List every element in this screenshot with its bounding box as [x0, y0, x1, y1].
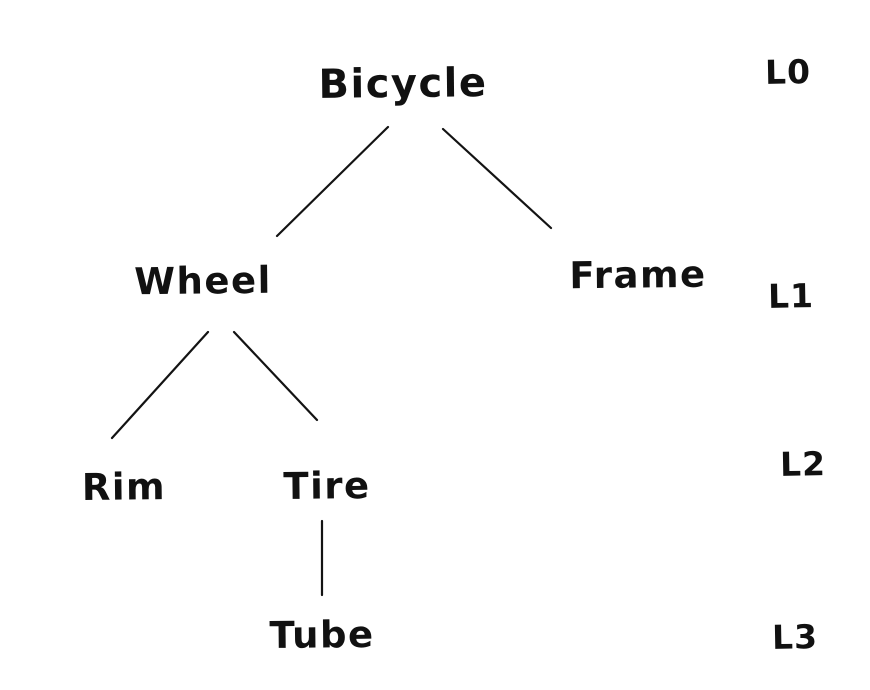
- node-frame: Frame: [569, 252, 707, 298]
- node-tire: Tire: [283, 464, 371, 508]
- level-label-l0: L0: [764, 52, 812, 92]
- node-wheel: Wheel: [134, 258, 272, 304]
- level-label-l1: L1: [767, 276, 815, 316]
- edge-bicycle-frame: [441, 127, 553, 230]
- level-label-l3: L3: [771, 617, 819, 657]
- node-tube: Tube: [269, 612, 375, 658]
- edge-wheel-rim: [110, 330, 210, 440]
- node-rim: Rim: [81, 465, 167, 509]
- level-label-l2: L2: [779, 444, 827, 484]
- node-bicycle: Bicycle: [318, 60, 488, 108]
- edge-wheel-tire: [232, 330, 319, 422]
- edge-bicycle-wheel: [275, 125, 390, 238]
